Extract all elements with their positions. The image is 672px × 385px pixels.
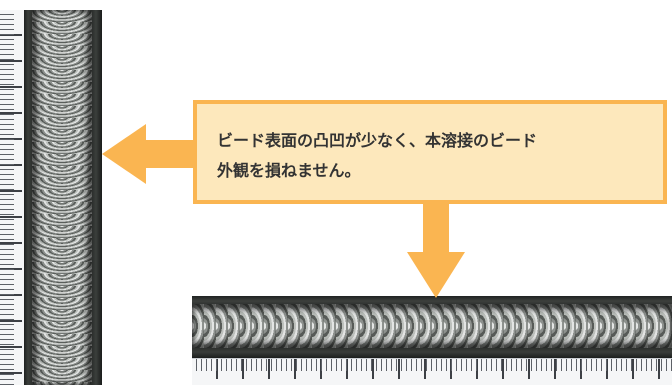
horizontal-ruler-scale <box>192 358 672 385</box>
callout-box: ビード表面の凸凹が少なく、本溶接のビード 外観を損ねません。 <box>193 100 667 204</box>
vertical-weld-photo <box>0 10 102 385</box>
callout-text: ビード表面の凸凹が少なく、本溶接のビード 外観を損ねません。 <box>217 131 538 180</box>
vertical-ruler-scale <box>0 10 25 385</box>
horizontal-weld-photo <box>192 296 672 385</box>
arrow-left-icon <box>102 124 196 184</box>
vertical-weld-bead <box>32 10 92 385</box>
arrow-down-icon <box>407 204 465 298</box>
horizontal-weld-bead <box>192 304 672 348</box>
